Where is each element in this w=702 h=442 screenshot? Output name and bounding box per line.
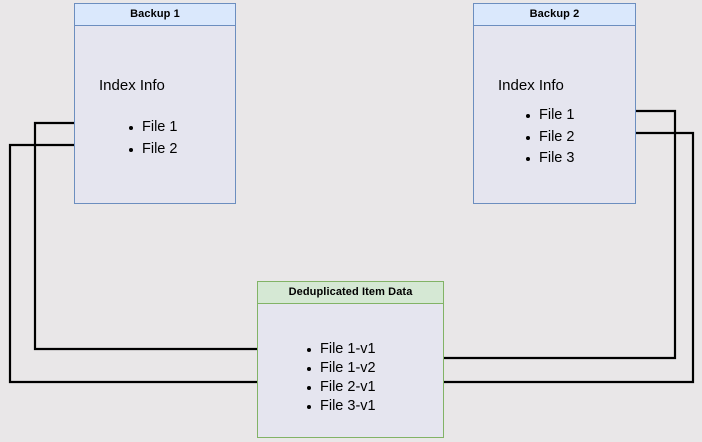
list-item: File 2 (525, 127, 574, 149)
node-dedup-body: File 1-v1 File 1-v2 File 2-v1 File 3-v1 (258, 304, 443, 437)
list-item: File 1-v1 (306, 340, 376, 359)
list-item: File 3-v1 (306, 397, 376, 416)
node-backup-1-header: Backup 1 (75, 4, 235, 26)
list-item: File 1-v2 (306, 359, 376, 378)
node-backup-1[interactable]: Backup 1 Index Info File 1 File 2 (74, 3, 236, 204)
backup-1-file-list: File 1 File 2 (128, 117, 177, 160)
node-deduplicated-item-data[interactable]: Deduplicated Item Data File 1-v1 File 1-… (257, 281, 444, 438)
backup-1-index-info-label: Index Info (99, 77, 165, 94)
node-backup-2-header: Backup 2 (474, 4, 635, 26)
list-item: File 2-v1 (306, 378, 376, 397)
list-item: File 1 (128, 117, 177, 139)
backup-2-file-list: File 1 File 2 File 3 (525, 105, 574, 170)
dedup-item-list: File 1-v1 File 1-v2 File 2-v1 File 3-v1 (306, 340, 376, 416)
list-item: File 3 (525, 148, 574, 170)
list-item: File 1 (525, 105, 574, 127)
backup-2-index-info-label: Index Info (498, 77, 564, 94)
node-backup-2[interactable]: Backup 2 Index Info File 1 File 2 File 3 (473, 3, 636, 204)
node-backup-1-body: Index Info File 1 File 2 (75, 26, 235, 203)
list-item: File 2 (128, 139, 177, 161)
node-backup-2-body: Index Info File 1 File 2 File 3 (474, 26, 635, 203)
node-dedup-header: Deduplicated Item Data (258, 282, 443, 304)
